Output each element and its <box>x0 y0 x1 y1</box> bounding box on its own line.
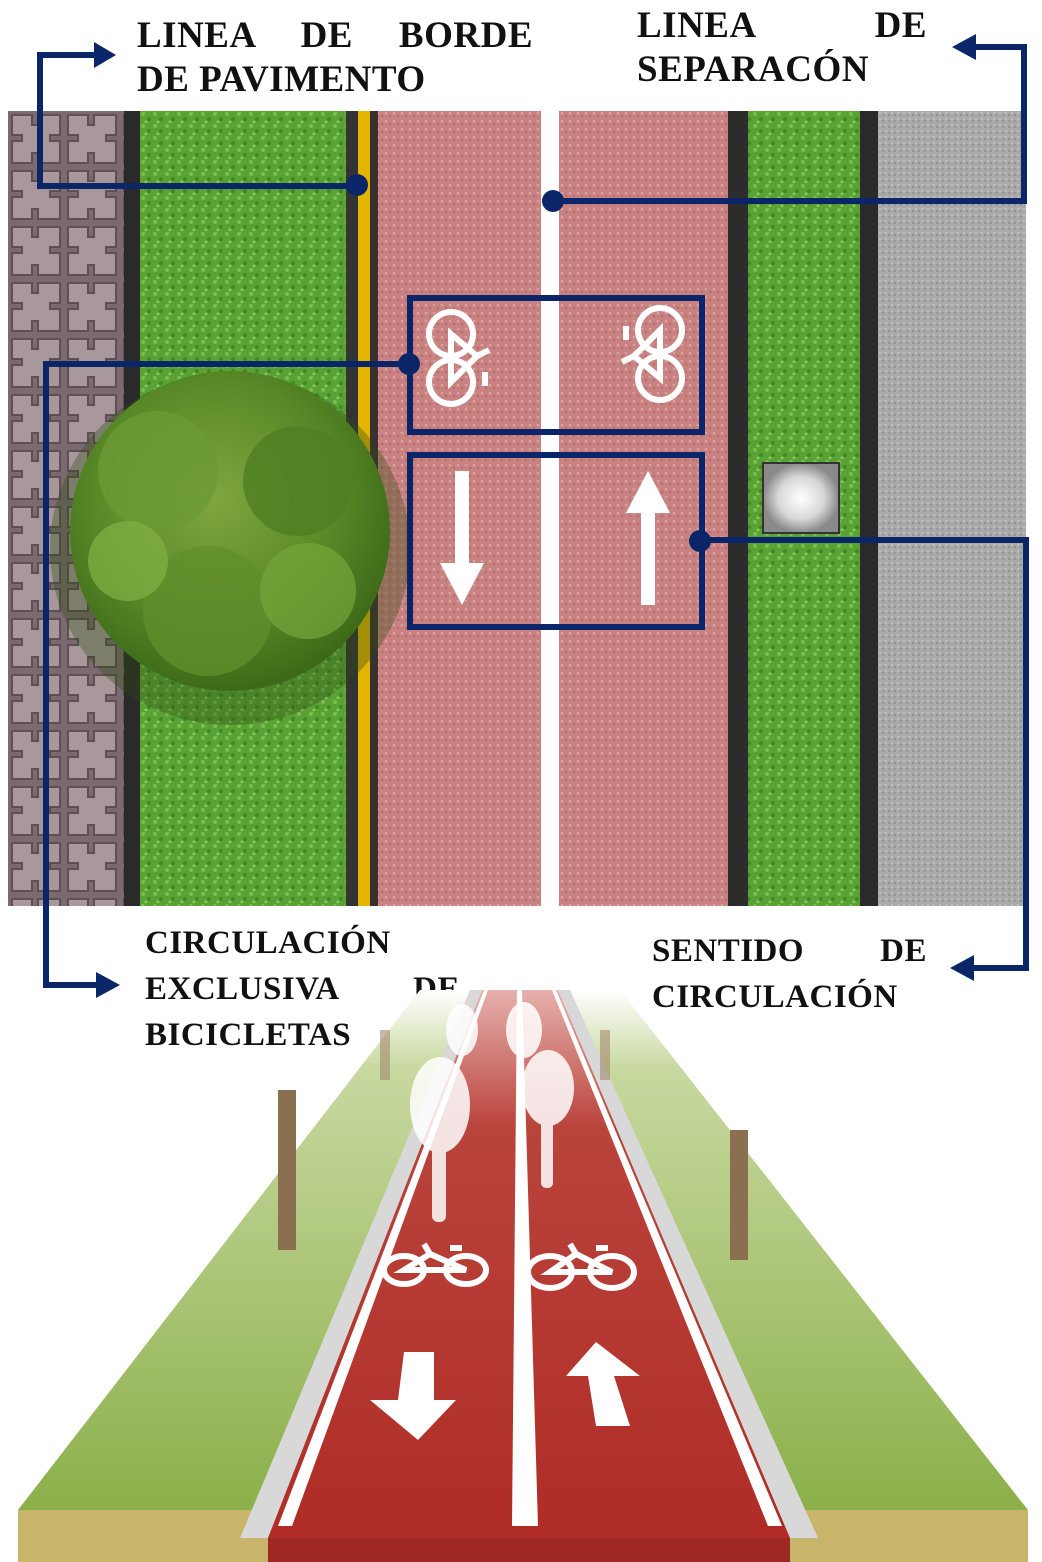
label-linea-separacion-line2: SEPARACÓN <box>637 49 869 91</box>
label-sentido-line1: SENTIDO DE <box>652 933 927 969</box>
post-right-back <box>600 1030 610 1080</box>
label-sentido-line2: CIRCULACIÓN <box>652 979 898 1016</box>
road-surface <box>878 111 1026 906</box>
lane-edge-line-right <box>552 990 782 1526</box>
label-circulacion-line3: BICICLETAS <box>145 1017 352 1054</box>
tree-canopy <box>50 371 410 725</box>
bike-lane-edge-front <box>268 1538 790 1562</box>
arrowhead-left-sentido <box>950 955 974 981</box>
label-linea-borde-line2: DE PAVIMENTO <box>137 59 426 101</box>
label-linea-separacion-line1: LINEA DE <box>637 5 927 46</box>
cyclist-silhouettes <box>410 1002 574 1222</box>
label-circulacion-line1: CIRCULACIÓN <box>145 925 391 961</box>
label-linea-separacion: LINEA DE SEPARACÓN <box>637 4 927 93</box>
street-lamp <box>762 462 840 534</box>
arrowhead-right-borde <box>94 42 116 68</box>
top-view-illustration <box>8 111 1026 906</box>
post-right <box>730 1130 748 1260</box>
post-left-back <box>380 1030 390 1080</box>
curb-right <box>860 111 878 906</box>
curb-right-3d <box>558 990 818 1538</box>
separation-line-3d <box>512 990 538 1526</box>
arrowhead-left-separacion <box>952 34 976 60</box>
label-linea-borde: LINEA DE BORDE DE PAVIMENTO <box>137 14 533 103</box>
post-left <box>278 1090 296 1250</box>
bicycle-icon-3d-left <box>381 1242 489 1287</box>
arrow-up-3d-icon <box>566 1342 640 1426</box>
label-linea-borde-line1: LINEA DE BORDE <box>137 15 533 56</box>
arrow-down-3d-icon <box>370 1352 456 1440</box>
perspective-illustration <box>18 990 1028 1562</box>
separation-line-white <box>541 111 559 906</box>
gutter-right <box>728 111 748 906</box>
bicycle-icon-3d-right <box>525 1242 637 1291</box>
